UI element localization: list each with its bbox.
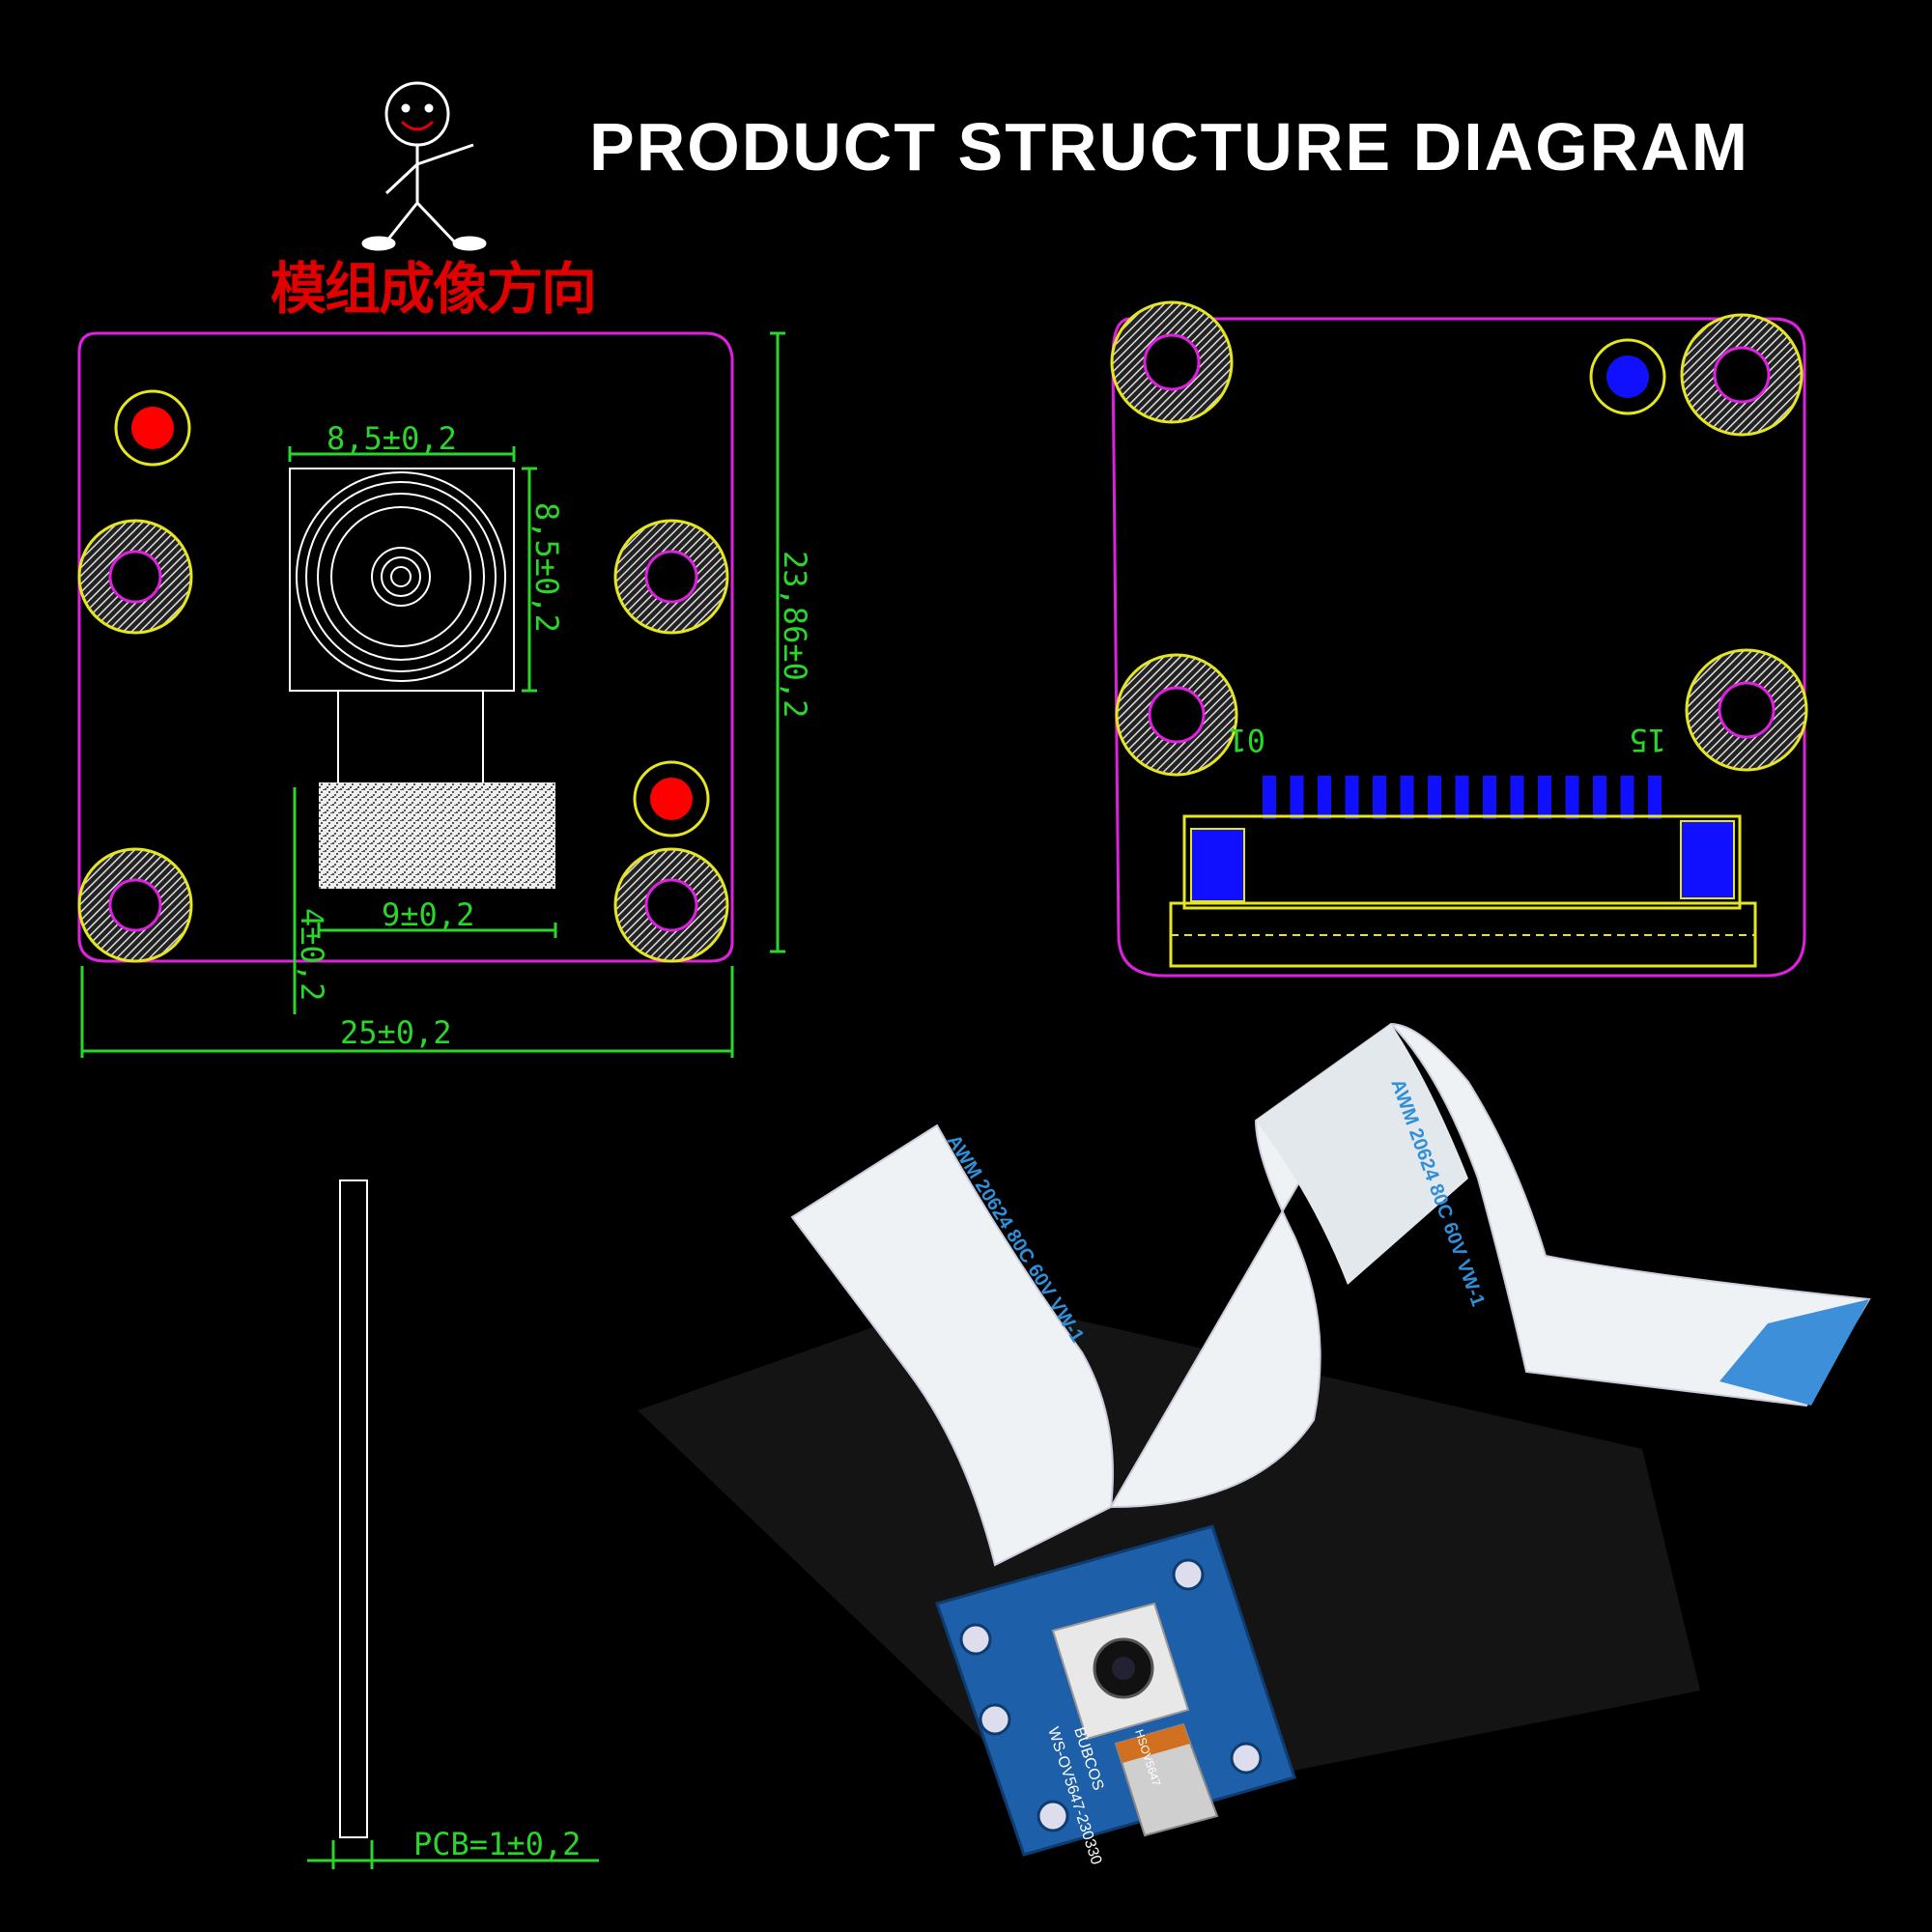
connector-pin xyxy=(1290,776,1304,819)
mount-hole-front-tr xyxy=(613,519,729,635)
red-dot-top xyxy=(114,389,191,467)
orientation-caption: 模组成像方向 xyxy=(270,256,597,322)
mount-hole-front-bl xyxy=(77,847,193,963)
connector-pins xyxy=(1263,776,1662,819)
blue-dot xyxy=(1589,338,1666,415)
pin-label-last: 15 xyxy=(1629,722,1666,758)
connector-pin xyxy=(1318,776,1331,819)
pin-label-first: 01 xyxy=(1228,722,1265,758)
mount-hole-front-br xyxy=(613,847,729,963)
dim-pcb-thickness: PCB=1±0,2 xyxy=(413,1826,581,1862)
front-view-drawing: 8,5±0,2 8,5±0,2 23,86±0,2 9±0,2 4±0,2 25… xyxy=(77,331,813,1058)
connector-pin xyxy=(1565,776,1579,819)
mount-hole-back-tr xyxy=(1680,313,1804,437)
dim-connector-offset: 4±0,2 xyxy=(294,908,330,1001)
connector-tab-left xyxy=(1190,828,1245,902)
connector-pin xyxy=(1455,776,1469,819)
connector-pin xyxy=(1400,776,1414,819)
lens-housing xyxy=(289,468,515,782)
connector-pin xyxy=(1373,776,1386,819)
sensor-flex-connector xyxy=(319,782,555,889)
stick-figure-icon xyxy=(361,81,487,251)
dim-board-width: 25±0,2 xyxy=(340,1014,452,1051)
camera-module-board: BUBCOS WS-OV5647-230330 HSOV5647 xyxy=(935,1524,1296,1867)
connector-pin xyxy=(1345,776,1359,819)
fpc-connector-outline xyxy=(1182,814,1742,910)
back-view-drawing: 01 15 xyxy=(1110,300,1808,978)
dim-connector-width: 9±0,2 xyxy=(382,896,474,933)
pcb-side-profile xyxy=(339,1179,368,1838)
connector-pin xyxy=(1428,776,1441,819)
red-dot-bottom xyxy=(633,760,710,838)
side-view-drawing: PCB=1±0,2 xyxy=(307,1179,599,1869)
dim-lens-width: 8,5±0,2 xyxy=(327,420,457,457)
connector-pin xyxy=(1593,776,1606,819)
dim-board-height: 23,86±0,2 xyxy=(777,551,813,718)
product-photo: AWM 20624 80C 60V VW-1 AWM 20624 80C 60V… xyxy=(638,1022,1871,1867)
connector-pin xyxy=(1510,776,1524,819)
dim-lens-height: 8,5±0,2 xyxy=(528,502,565,633)
ribbon-cable xyxy=(790,1022,1871,1567)
mount-hole-back-tl xyxy=(1110,300,1234,424)
connector-pin xyxy=(1648,776,1662,819)
mount-hole-front-tl xyxy=(77,519,193,635)
connector-tab-right xyxy=(1680,820,1735,899)
connector-pin xyxy=(1483,776,1496,819)
page-title: PRODUCT STRUCTURE DIAGRAM xyxy=(589,109,1750,185)
mount-hole-back-ml xyxy=(1115,653,1238,777)
front-dimension-lines xyxy=(80,331,785,1058)
board-outline-front xyxy=(77,331,734,963)
connector-pin xyxy=(1538,776,1551,819)
mount-hole-back-mr xyxy=(1685,648,1808,772)
cable-contact-end xyxy=(1719,1299,1869,1406)
connector-pin xyxy=(1263,776,1276,819)
connector-pin xyxy=(1620,776,1634,819)
